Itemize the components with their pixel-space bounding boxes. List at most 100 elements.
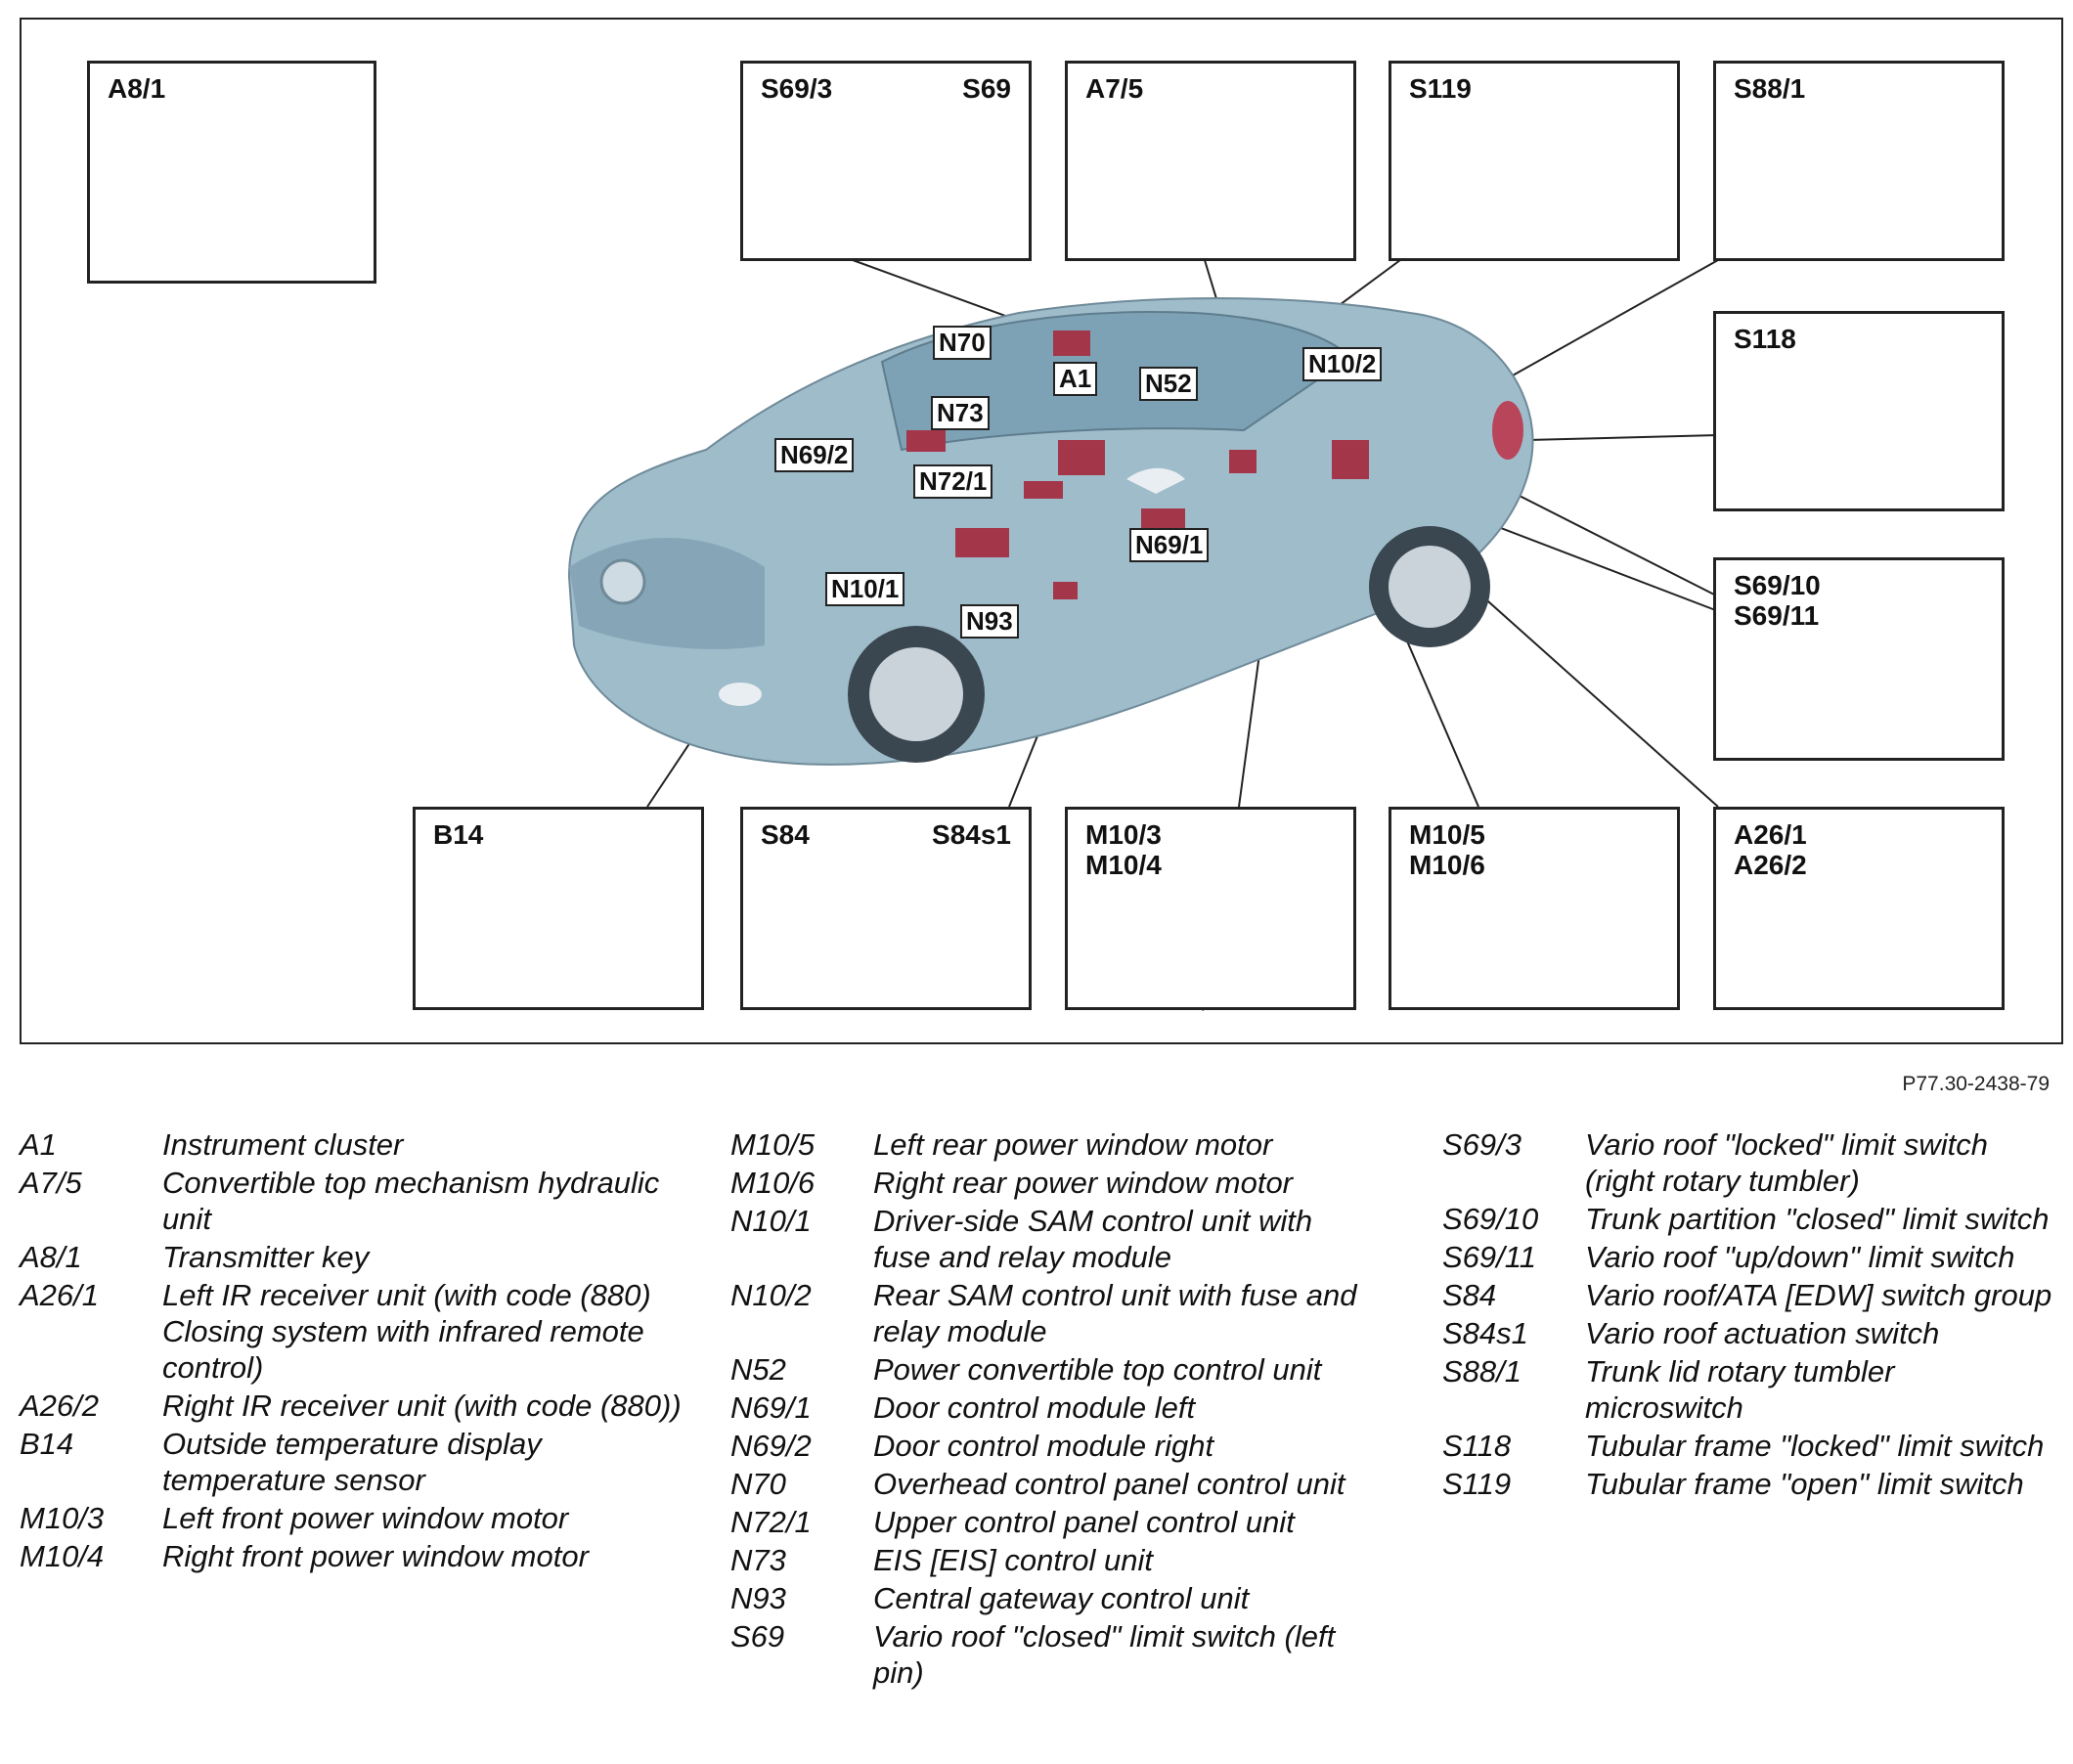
legend-description: Right IR receiver unit (with code (880)) — [162, 1389, 682, 1423]
side-mirror — [1126, 467, 1185, 494]
box-s88-1: S88/1 — [1713, 61, 2005, 261]
legend-description: Trunk partition "closed" limit switch — [1585, 1202, 2050, 1236]
box-s69-10-11: S69/10 S69/11 — [1713, 557, 2005, 761]
legend-code: S119 — [1442, 1467, 1512, 1501]
legend-description: Transmitter key — [162, 1240, 370, 1274]
legend-row: S84 Vario roof/ATA [EDW] switch group — [1442, 1277, 2058, 1313]
n10-2-unit — [1332, 440, 1369, 479]
box-label: S118 — [1734, 324, 1796, 354]
legend-description: Left rear power window motor — [873, 1127, 1273, 1162]
box-s84: S84 S84s1 — [740, 807, 1032, 1010]
legend-description: Tubular frame "open" limit switch — [1585, 1467, 2024, 1501]
box-b14: B14 — [413, 807, 704, 1010]
legend-row: S119 Tubular frame "open" limit switch — [1442, 1466, 2058, 1502]
legend-code: A8/1 — [20, 1240, 82, 1274]
callout-n93: N93 — [960, 604, 1019, 639]
legend-description: Vario roof "locked" limit switch (right … — [1585, 1127, 1988, 1198]
legend-code: A7/5 — [20, 1166, 82, 1200]
legend-row: N93 Central gateway control unit — [730, 1580, 1366, 1616]
box-a8-1: A8/1 — [87, 61, 376, 284]
legend-code: N10/1 — [730, 1204, 812, 1238]
box-label: A7/5 — [1085, 73, 1144, 104]
legend-code: N52 — [730, 1352, 786, 1387]
legend-row: S69/11 Vario roof "up/down" limit switch — [1442, 1239, 2058, 1275]
legend-description: Vario roof/ATA [EDW] switch group — [1585, 1278, 2052, 1312]
legend-description: Outside temperature display temperature … — [162, 1427, 542, 1497]
legend-code: S84 — [1442, 1278, 1497, 1312]
car-windshield — [880, 311, 1353, 452]
box-label-s69-3: S69/3 — [761, 73, 833, 104]
legend-code: A1 — [20, 1127, 57, 1162]
legend-row: S69/10 Trunk partition "closed" limit swi… — [1442, 1201, 2058, 1237]
legend-code: N69/2 — [730, 1429, 812, 1463]
legend-code: N73 — [730, 1543, 786, 1577]
callout-a1: A1 — [1053, 362, 1098, 396]
legend-code: A26/2 — [20, 1389, 100, 1423]
n70-unit — [1053, 331, 1090, 356]
legend-description: Left IR receiver unit (with code (880) C… — [162, 1278, 651, 1385]
legend-row: A1 Instrument cluster — [20, 1126, 694, 1163]
box-label: M10/3 M10/4 — [1085, 819, 1162, 880]
legend-description: Right front power window motor — [162, 1539, 589, 1573]
n10-1-unit — [955, 528, 1009, 557]
n52-unit — [1229, 450, 1257, 473]
callout-n69-1: N69/1 — [1129, 528, 1210, 562]
legend-row: A8/1 Transmitter key — [20, 1239, 694, 1275]
legend-code: S69/3 — [1442, 1127, 1522, 1162]
legend-description: Right rear power window motor — [873, 1166, 1294, 1200]
legend-code: S69 — [730, 1619, 785, 1654]
box-label: S69/10 S69/11 — [1734, 570, 1821, 631]
legend-code: M10/5 — [730, 1127, 816, 1162]
legend-code: M10/6 — [730, 1166, 816, 1200]
callout-n10-1: N10/1 — [825, 572, 905, 606]
legend-code: S118 — [1442, 1429, 1512, 1463]
legend-row: A26/2 Right IR receiver unit (with code (… — [20, 1388, 694, 1424]
legend-code: S69/11 — [1442, 1240, 1536, 1274]
legend-description: Central gateway control unit — [873, 1581, 1250, 1615]
legend-description: Rear SAM control unit with fuse and rela… — [873, 1278, 1357, 1348]
legend-row: S69/3 Vario roof "locked" limit switch (r… — [1442, 1126, 2058, 1199]
legend-description: Left front power window motor — [162, 1501, 569, 1535]
legend-code: N69/1 — [730, 1390, 812, 1425]
callout-n52: N52 — [1139, 367, 1198, 401]
a1-unit — [1058, 440, 1105, 475]
legend-code: S88/1 — [1442, 1354, 1522, 1389]
legend-row: M10/5 Left rear power window motor — [730, 1126, 1366, 1163]
legend-code: N93 — [730, 1581, 786, 1615]
callout-n72-1: N72/1 — [913, 464, 993, 499]
front-rim — [869, 647, 963, 741]
legend-code: N72/1 — [730, 1505, 812, 1539]
legend-description: Vario roof "up/down" limit switch — [1585, 1240, 2015, 1274]
callout-n69-2: N69/2 — [774, 438, 855, 472]
legend-code: M10/4 — [20, 1539, 105, 1573]
rear-rim — [1389, 546, 1471, 628]
legend-code: A26/1 — [20, 1278, 100, 1312]
car-front — [569, 538, 765, 649]
box-label: M10/5 M10/6 — [1409, 819, 1485, 880]
box-a26-1-2: A26/1 A26/2 — [1713, 807, 2005, 1010]
legend-description: Driver-side SAM control unit with fuse a… — [873, 1204, 1313, 1274]
legend-description: Vario roof actuation switch — [1585, 1316, 1940, 1350]
tail-light — [1492, 401, 1523, 460]
legend-code: S69/10 — [1442, 1202, 1539, 1236]
legend-description: Instrument cluster — [162, 1127, 404, 1162]
box-label-s84s1: S84s1 — [932, 819, 1011, 850]
legend-description: Upper control panel control unit — [873, 1505, 1295, 1539]
box-label-s84: S84 — [761, 819, 810, 850]
box-label: B14 — [433, 819, 484, 850]
legend-code: M10/3 — [20, 1501, 105, 1535]
legend-row: N10/1 Driver-side SAM control unit with f… — [730, 1203, 1366, 1275]
legend-description: Power convertible top control unit — [873, 1352, 1322, 1387]
car-illustration — [567, 297, 1534, 766]
box-a7-5: A7/5 — [1065, 61, 1356, 261]
legend-row: M10/6 Right rear power window motor — [730, 1165, 1366, 1201]
